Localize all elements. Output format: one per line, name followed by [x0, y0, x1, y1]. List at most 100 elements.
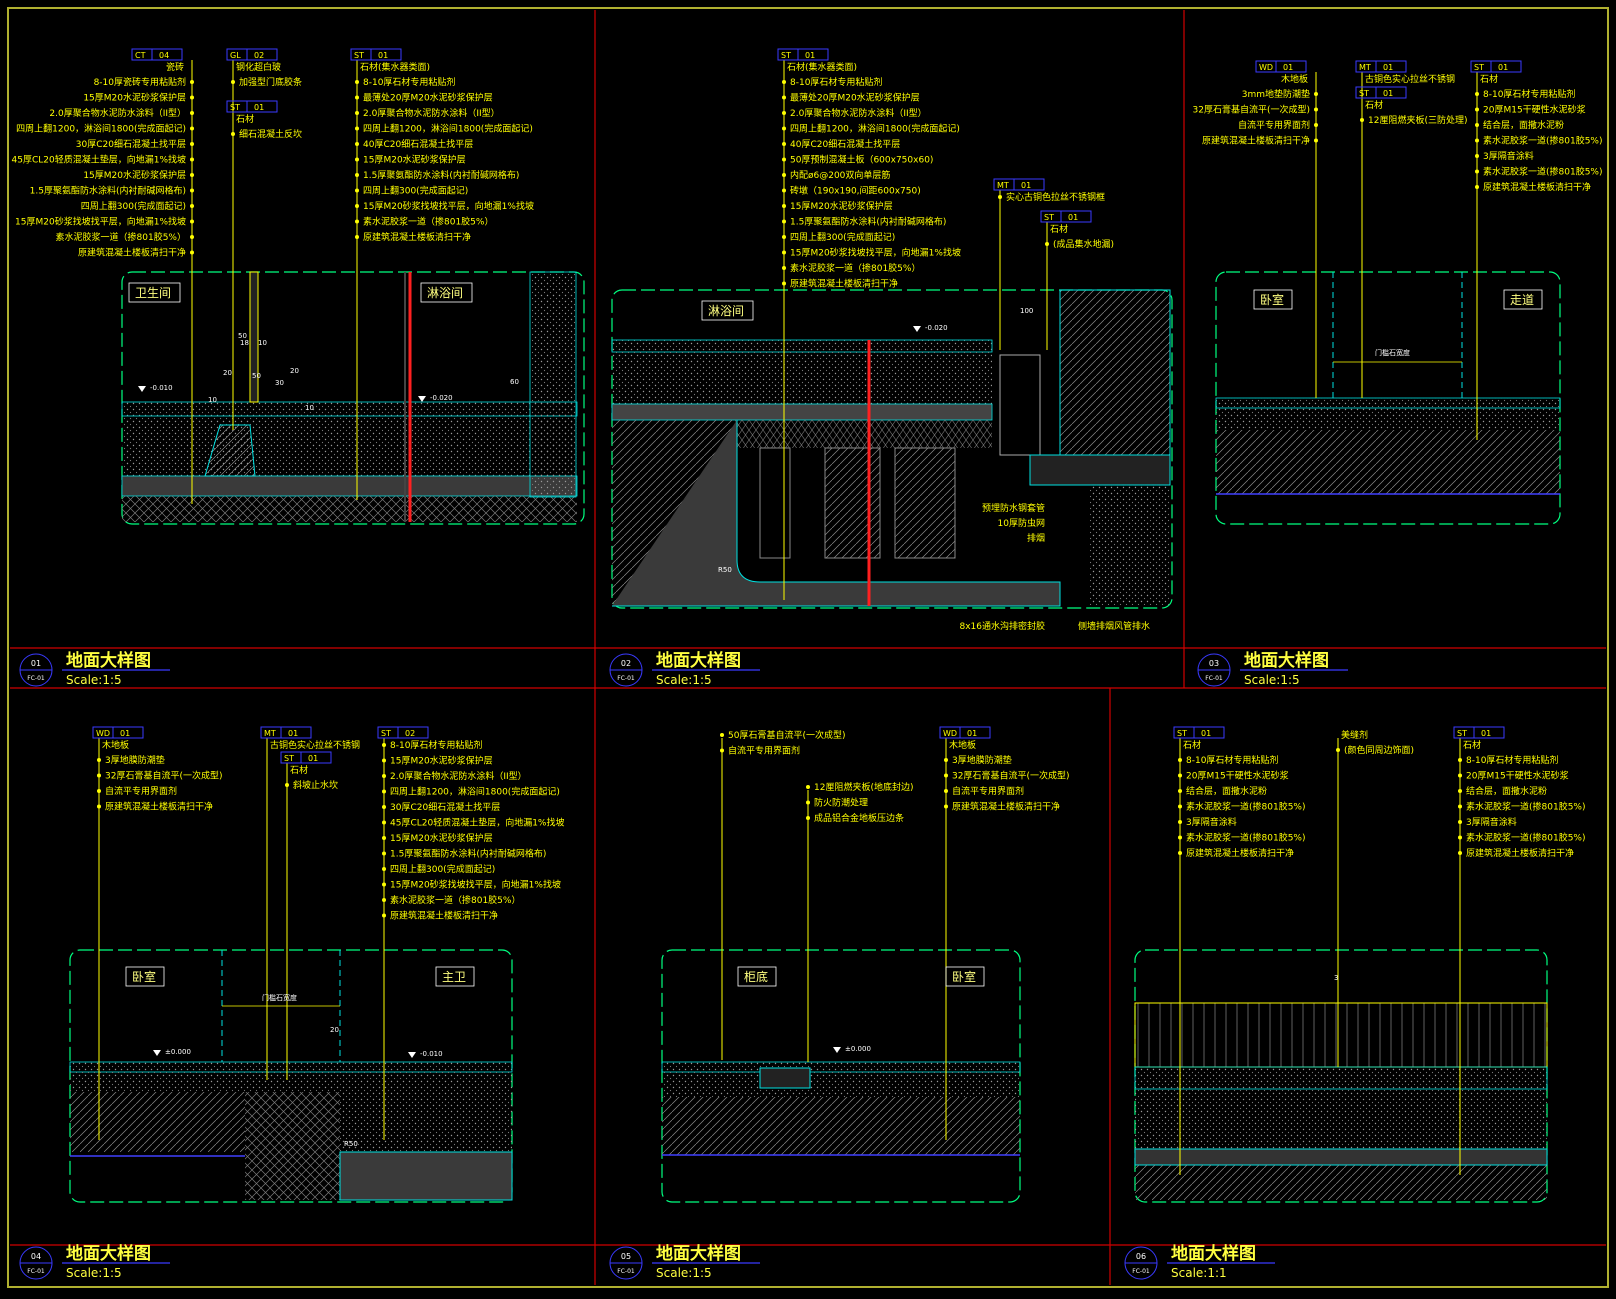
tag-num: 01 — [1021, 181, 1031, 190]
detail-title: 地面大样图 — [1171, 1243, 1256, 1264]
layer-spec: 1.5厚聚氨酯防水涂料(内衬耐碱网格布) — [790, 216, 946, 228]
leader-dot — [382, 805, 386, 809]
layer-spec: 原建筑混凝土楼板清扫干净 — [1186, 847, 1294, 859]
layer-spec: 2.0厚聚合物水泥防水涂料（II型） — [390, 770, 527, 782]
layer-spec: 15厚M20水泥砂浆保护层 — [390, 755, 493, 767]
note-label: 预埋防水钢套管 — [982, 502, 1045, 514]
leader-dot — [944, 773, 948, 778]
tag-num: 01 — [120, 729, 130, 738]
leader-dot — [355, 188, 359, 193]
tag-num: 02 — [254, 51, 264, 60]
leader-dot — [382, 851, 386, 856]
tag-code: ST — [781, 51, 791, 60]
leader-dot — [190, 157, 194, 162]
layer-spec: 实心古铜色拉丝不锈钢框 — [1006, 191, 1105, 203]
tag-num: 01 — [1481, 729, 1491, 738]
dimension-label: 10 — [305, 404, 314, 412]
layer-spec: 40厚C20细石混凝土找平层 — [790, 138, 900, 150]
layer-spec: 15厚M20砂浆找坡找平层，向地漏1%找坡 — [390, 879, 561, 891]
layer-spec: 原建筑混凝土楼板清扫干净 — [390, 910, 498, 922]
leader-dot — [355, 111, 359, 115]
leader-dot — [382, 789, 386, 794]
leader-dot — [782, 126, 786, 131]
level-value: -0.010 — [420, 1050, 443, 1058]
leader-dot — [382, 898, 386, 902]
leader-dot — [1458, 773, 1462, 778]
layer-spec: 四周上翻300(完成面起记) — [81, 200, 186, 212]
tag-code: ST — [354, 51, 364, 60]
layer-spec: 砖墩（190x190,间距600x750) — [790, 185, 921, 197]
room-label: 柜底 — [737, 966, 777, 987]
room-name: 主卫 — [442, 970, 466, 984]
material-name: 石材(集水器类面) — [787, 61, 857, 73]
note-label: 排烟 — [1027, 532, 1045, 544]
material-name: 古铜色实心拉丝不锈钢 — [270, 739, 360, 751]
layer-spec: 素水泥胶浆一道(掺801胶5%) — [1483, 166, 1602, 178]
leader-dot — [1475, 138, 1479, 143]
detail-title: 地面大样图 — [1244, 650, 1329, 671]
room-label: 淋浴间 — [701, 300, 754, 321]
level-value: ±0.000 — [845, 1045, 871, 1053]
leader-dot — [782, 266, 786, 270]
level-triangle-icon — [138, 386, 146, 392]
room-label: 卧室 — [945, 966, 985, 987]
level-mark: ±0.000 — [153, 1048, 191, 1056]
layer-spec: 原建筑混凝土楼板清扫干净 — [105, 801, 213, 813]
leader-dot — [720, 733, 724, 737]
tag-num: 02 — [405, 729, 415, 738]
layer-spec: 32厚石膏基自流平(一次成型) — [105, 770, 222, 782]
dimension-label: 20 — [290, 367, 299, 375]
leader-dot — [1314, 123, 1318, 127]
leader-dot — [355, 126, 359, 131]
layer-spec: 15厚M20砂浆找坡找平层，向地漏1%找坡 — [790, 247, 961, 259]
tag-code: WD — [943, 729, 957, 738]
layer-spec: 自流平专用界面剂 — [1238, 119, 1310, 131]
tag-num-box — [151, 48, 183, 61]
tag-num-box — [246, 100, 278, 113]
layer-spec: 45厚CL20轻质混凝土垫层，向地漏1%找坡 — [12, 154, 186, 166]
room-name: 柜底 — [744, 969, 768, 984]
level-mark: -0.020 — [418, 394, 453, 402]
level-mark: ±0.000 — [833, 1045, 871, 1053]
leader-dot — [190, 173, 194, 177]
leader-dot — [190, 250, 194, 255]
tag-num-box — [370, 48, 402, 61]
layer-spec: 8-10厚瓷砖专用粘贴剂 — [94, 76, 186, 88]
tag-num-box — [797, 48, 829, 61]
note-label: 10厚防虫网 — [998, 517, 1045, 529]
leader-dot — [355, 157, 359, 162]
sheet-number: FC-01 — [1132, 1268, 1150, 1275]
layer-spec: 30厚C20细石混凝土找平层 — [76, 138, 186, 150]
leader-dot — [1314, 107, 1318, 112]
layer-spec: 45厚CL20轻质混凝土垫层，向地漏1%找坡 — [390, 817, 564, 829]
tag-num-box — [1375, 86, 1407, 99]
material-name: 钢化超白玻 — [236, 61, 281, 73]
layer-spec: 素水泥胶浆一道(掺801胶5%) — [1466, 832, 1585, 844]
leader-dot — [382, 836, 386, 840]
tag-num-box — [300, 751, 332, 764]
leader-dot — [806, 800, 810, 805]
leader-dot — [1475, 107, 1479, 112]
material-name: 石材 — [1365, 99, 1383, 111]
level-mark: -0.020 — [913, 324, 948, 332]
room-label: 卫生间 — [128, 282, 181, 303]
leader-dot — [944, 789, 948, 793]
tag-code: ST — [1044, 213, 1054, 222]
layer-spec: 素水泥胶浆一道(掺801胶5%) — [1186, 801, 1305, 813]
sheet-number: FC-01 — [617, 675, 635, 682]
leader-dot — [355, 142, 359, 146]
layer-spec: 斜坡止水坎 — [293, 779, 338, 791]
layer-spec: 8-10厚石材专用粘贴剂 — [390, 739, 482, 751]
leader-dot — [1458, 851, 1462, 855]
